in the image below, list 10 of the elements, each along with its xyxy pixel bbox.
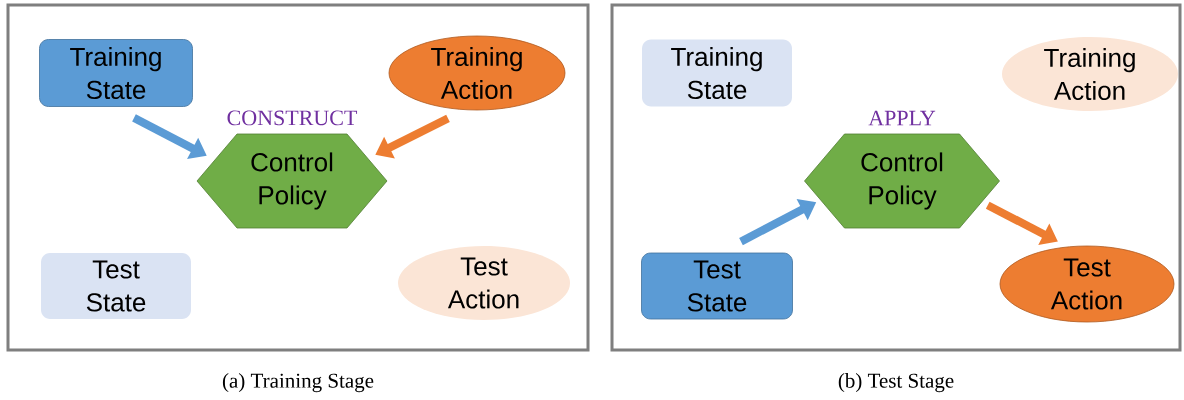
state-box: Test State	[641, 252, 793, 320]
panel-label: (a) Training Stage	[222, 373, 374, 393]
state-box: Training State	[39, 39, 193, 107]
stage-label: CONSTRUCT	[227, 110, 358, 126]
stage-label: APPLY	[868, 110, 936, 126]
hexagon: Control Policy	[804, 133, 1000, 229]
panel-label: (b) Test Stage	[838, 373, 954, 393]
state-box: Training State	[642, 39, 792, 107]
hexagon: Control Policy	[196, 133, 388, 229]
state-box: Test State	[41, 253, 191, 319]
